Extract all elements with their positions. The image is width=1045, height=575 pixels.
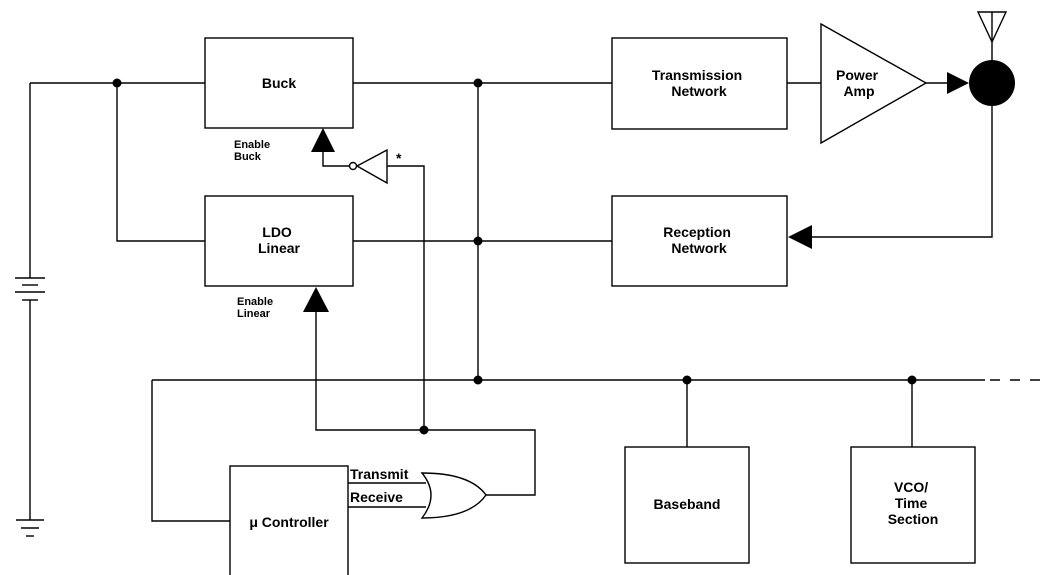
vco-label-line2: Time — [895, 495, 928, 511]
vco-label-line3: Section — [888, 511, 939, 527]
buck-block: Buck — [204, 37, 354, 129]
vco-label: VCO/ Time Section — [888, 479, 939, 527]
reception-label: Reception Network — [663, 224, 735, 256]
enable-buck-line2: Buck — [234, 151, 262, 163]
power-amp-label: Power Amp — [836, 67, 882, 99]
or-gate-symbol — [420, 472, 487, 519]
baseband-label: Baseband — [654, 496, 721, 512]
power-amp-label-line1: Power — [836, 67, 879, 83]
baseband-block: Baseband — [624, 446, 750, 564]
buck-label-line: Buck — [262, 75, 296, 91]
battery-symbol — [15, 277, 45, 301]
reception-network-block: Reception Network — [611, 195, 788, 287]
transmission-label-line1: Transmission — [652, 67, 742, 83]
ground-symbol — [16, 519, 44, 537]
ldo-label-line1: LDO — [262, 224, 292, 240]
baseband-label-line: Baseband — [654, 496, 721, 512]
junction-dots — [112, 78, 917, 435]
ldo-label-line2: Linear — [258, 240, 301, 256]
antenna-icon — [969, 11, 1015, 106]
arrow-into-reception — [788, 225, 812, 249]
power-amp-block: Power Amp — [820, 22, 928, 145]
ldo-linear-block: LDO Linear — [204, 195, 354, 287]
transmit-label: Transmit — [350, 466, 409, 482]
receive-label: Receive — [350, 489, 403, 505]
enable-linear-line2: Linear — [237, 308, 271, 320]
enable-linear-label: Enable Linear — [237, 296, 276, 320]
micro-controller-block: μ Controller — [229, 465, 349, 575]
arrow-to-antenna — [947, 72, 969, 94]
power-amp-label-line2: Amp — [843, 83, 874, 99]
controller-label: μ Controller — [249, 514, 329, 530]
inverter-symbol — [348, 148, 388, 185]
buck-label: Buck — [262, 75, 296, 91]
enable-linear-arrow — [303, 287, 329, 312]
vco-time-section-block: VCO/ Time Section — [850, 446, 976, 564]
enable-buck-arrow — [311, 128, 335, 152]
ldo-label: LDO Linear — [258, 224, 301, 256]
transmission-network-block: Transmission Network — [611, 37, 788, 130]
transmission-label: Transmission Network — [652, 67, 746, 99]
enable-linear-line1: Enable — [237, 296, 273, 308]
vco-label-line1: VCO/ — [894, 479, 928, 495]
inverter-note: * — [396, 150, 402, 166]
controller-label-line: μ Controller — [249, 514, 329, 530]
enable-buck-label: Enable Buck — [234, 139, 273, 163]
reception-label-line1: Reception — [663, 224, 731, 240]
transmission-label-line2: Network — [671, 83, 726, 99]
enable-buck-line1: Enable — [234, 139, 270, 151]
reception-label-line2: Network — [671, 240, 726, 256]
